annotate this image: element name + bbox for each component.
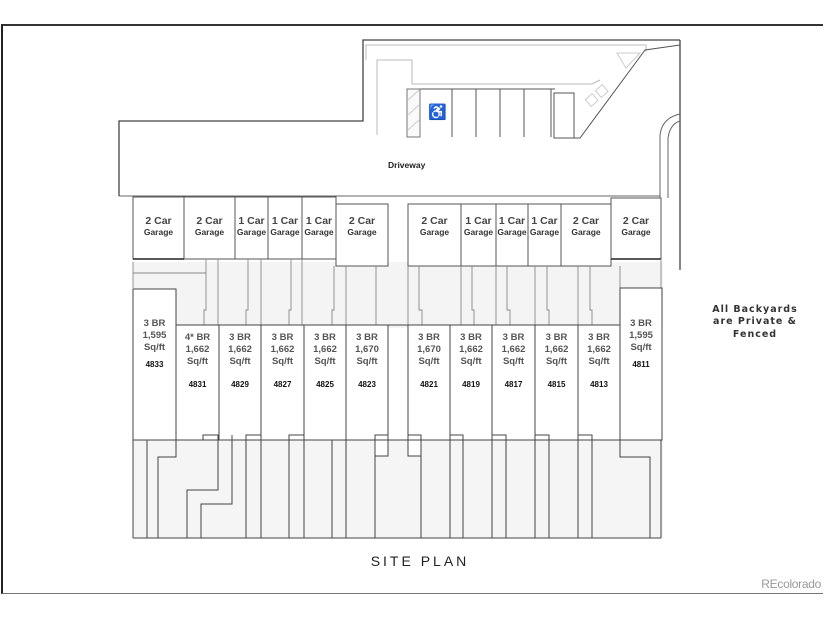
driveway-label: Driveway bbox=[388, 160, 426, 170]
parking-area bbox=[365, 44, 647, 135]
plan-frame bbox=[1, 24, 823, 594]
units-right-outline bbox=[407, 287, 663, 441]
garages-left-outline bbox=[132, 196, 389, 267]
garages-right-outline bbox=[407, 197, 662, 267]
units-left-outline bbox=[132, 288, 389, 441]
parking-stalls bbox=[406, 44, 681, 139]
watermark: REcolorado bbox=[761, 577, 821, 591]
site-plan-title: SITE PLAN bbox=[370, 553, 470, 569]
backyards bbox=[132, 435, 662, 539]
landscape-marks bbox=[584, 52, 642, 108]
site-boundary bbox=[118, 39, 681, 270]
wheelchair-icon: ♿ bbox=[428, 104, 447, 121]
hatch-lines bbox=[407, 89, 420, 131]
curb bbox=[659, 113, 681, 198]
